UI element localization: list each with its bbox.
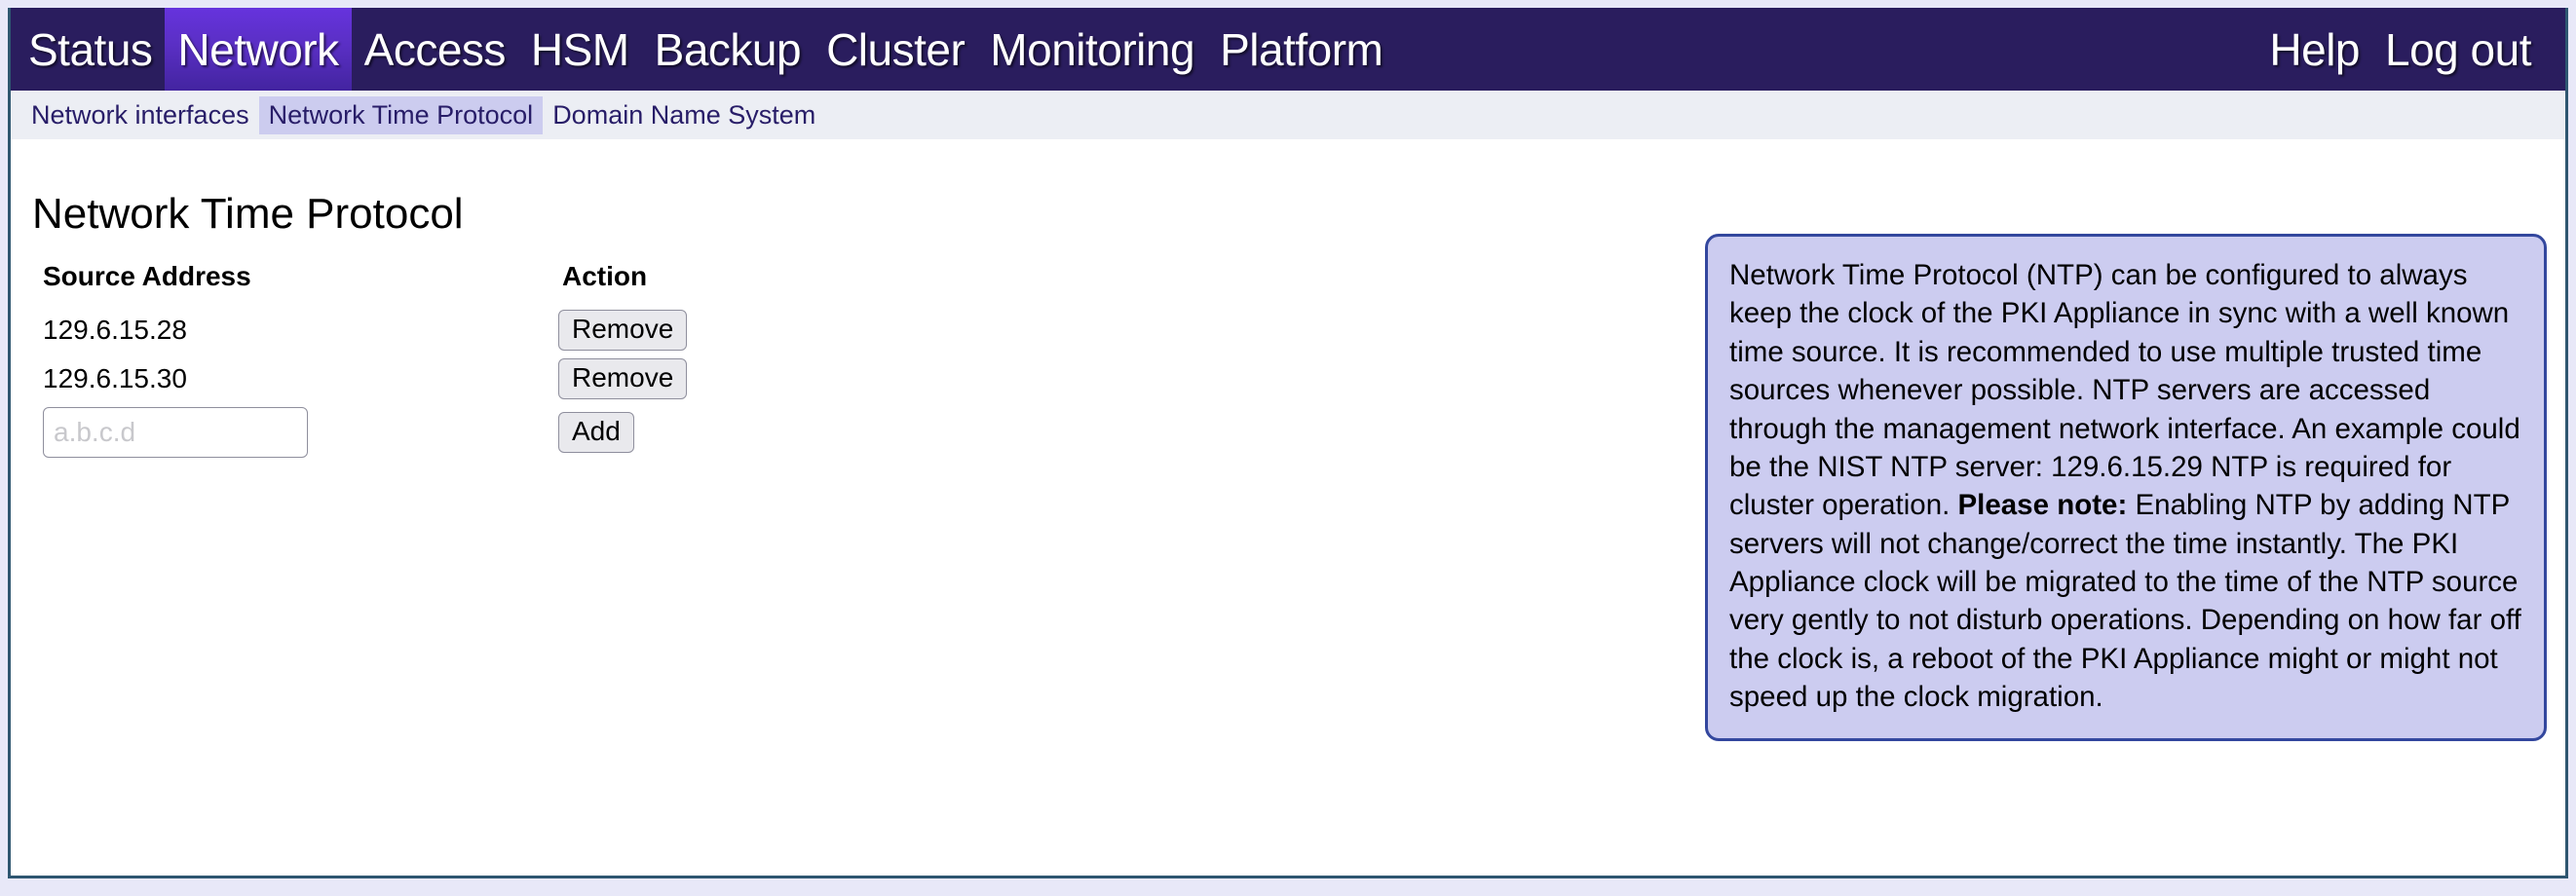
table-row-new-entry: Add <box>32 403 753 462</box>
column-header-source-address: Source Address <box>43 261 251 291</box>
nav-item-help[interactable]: Help <box>2269 23 2361 75</box>
info-text-part-2: Enabling NTP by adding NTP servers will … <box>1729 489 2521 714</box>
ntp-source-table: Source Address Action 129.6.15.28 Remove… <box>32 261 753 462</box>
subnav-item-network-interfaces[interactable]: Network interfaces <box>31 99 249 130</box>
column-header-action: Action <box>562 261 648 291</box>
nav-item-access[interactable]: Access <box>363 23 507 75</box>
ntp-source-address: 129.6.15.28 <box>43 315 187 346</box>
add-button[interactable]: Add <box>558 412 634 454</box>
info-panel-text: Network Time Protocol (NTP) can be confi… <box>1729 256 2522 717</box>
page-title: Network Time Protocol <box>32 190 464 238</box>
ntp-add-action-cell: Add <box>558 403 753 462</box>
nav-item-status[interactable]: Status <box>28 23 153 75</box>
table-header-row: Source Address Action <box>32 261 753 306</box>
info-text-part-1: Network Time Protocol (NTP) can be confi… <box>1729 259 2520 522</box>
nav-item-cluster[interactable]: Cluster <box>826 23 966 75</box>
ntp-action-cell: Remove <box>558 355 753 403</box>
source-address-input[interactable] <box>43 407 308 459</box>
subnav-item-network-time-protocol[interactable]: Network Time Protocol <box>258 95 544 134</box>
primary-navigation: Status Network Access HSM Backup Cluster… <box>11 8 2565 91</box>
secondary-navigation: Network interfaces Network Time Protocol… <box>11 91 2565 139</box>
ntp-action-cell: Remove <box>558 306 753 355</box>
info-text-emphasis: Please note: <box>1957 489 2128 522</box>
primary-nav-items: Status Network Access HSM Backup Cluster… <box>11 8 1395 91</box>
info-panel: Network Time Protocol (NTP) can be confi… <box>1705 234 2547 741</box>
nav-item-network[interactable]: Network <box>165 8 352 91</box>
ntp-source-address: 129.6.15.30 <box>43 363 187 394</box>
nav-item-logout[interactable]: Log out <box>2385 23 2531 75</box>
remove-button[interactable]: Remove <box>558 310 688 352</box>
ntp-new-address-cell <box>32 403 558 462</box>
main-content: Network Time Protocol Source Address Act… <box>11 139 2565 876</box>
nav-item-platform[interactable]: Platform <box>1220 23 1383 75</box>
subnav-item-domain-name-system[interactable]: Domain Name System <box>552 99 816 130</box>
table-row: 129.6.15.28 Remove <box>32 306 753 355</box>
nav-item-monitoring[interactable]: Monitoring <box>990 23 1195 75</box>
nav-item-backup[interactable]: Backup <box>654 23 802 75</box>
remove-button[interactable]: Remove <box>558 358 688 400</box>
primary-nav-right-items: Help Log out <box>2256 8 2565 91</box>
table-row: 129.6.15.30 Remove <box>32 355 753 403</box>
nav-item-hsm[interactable]: HSM <box>530 23 629 75</box>
